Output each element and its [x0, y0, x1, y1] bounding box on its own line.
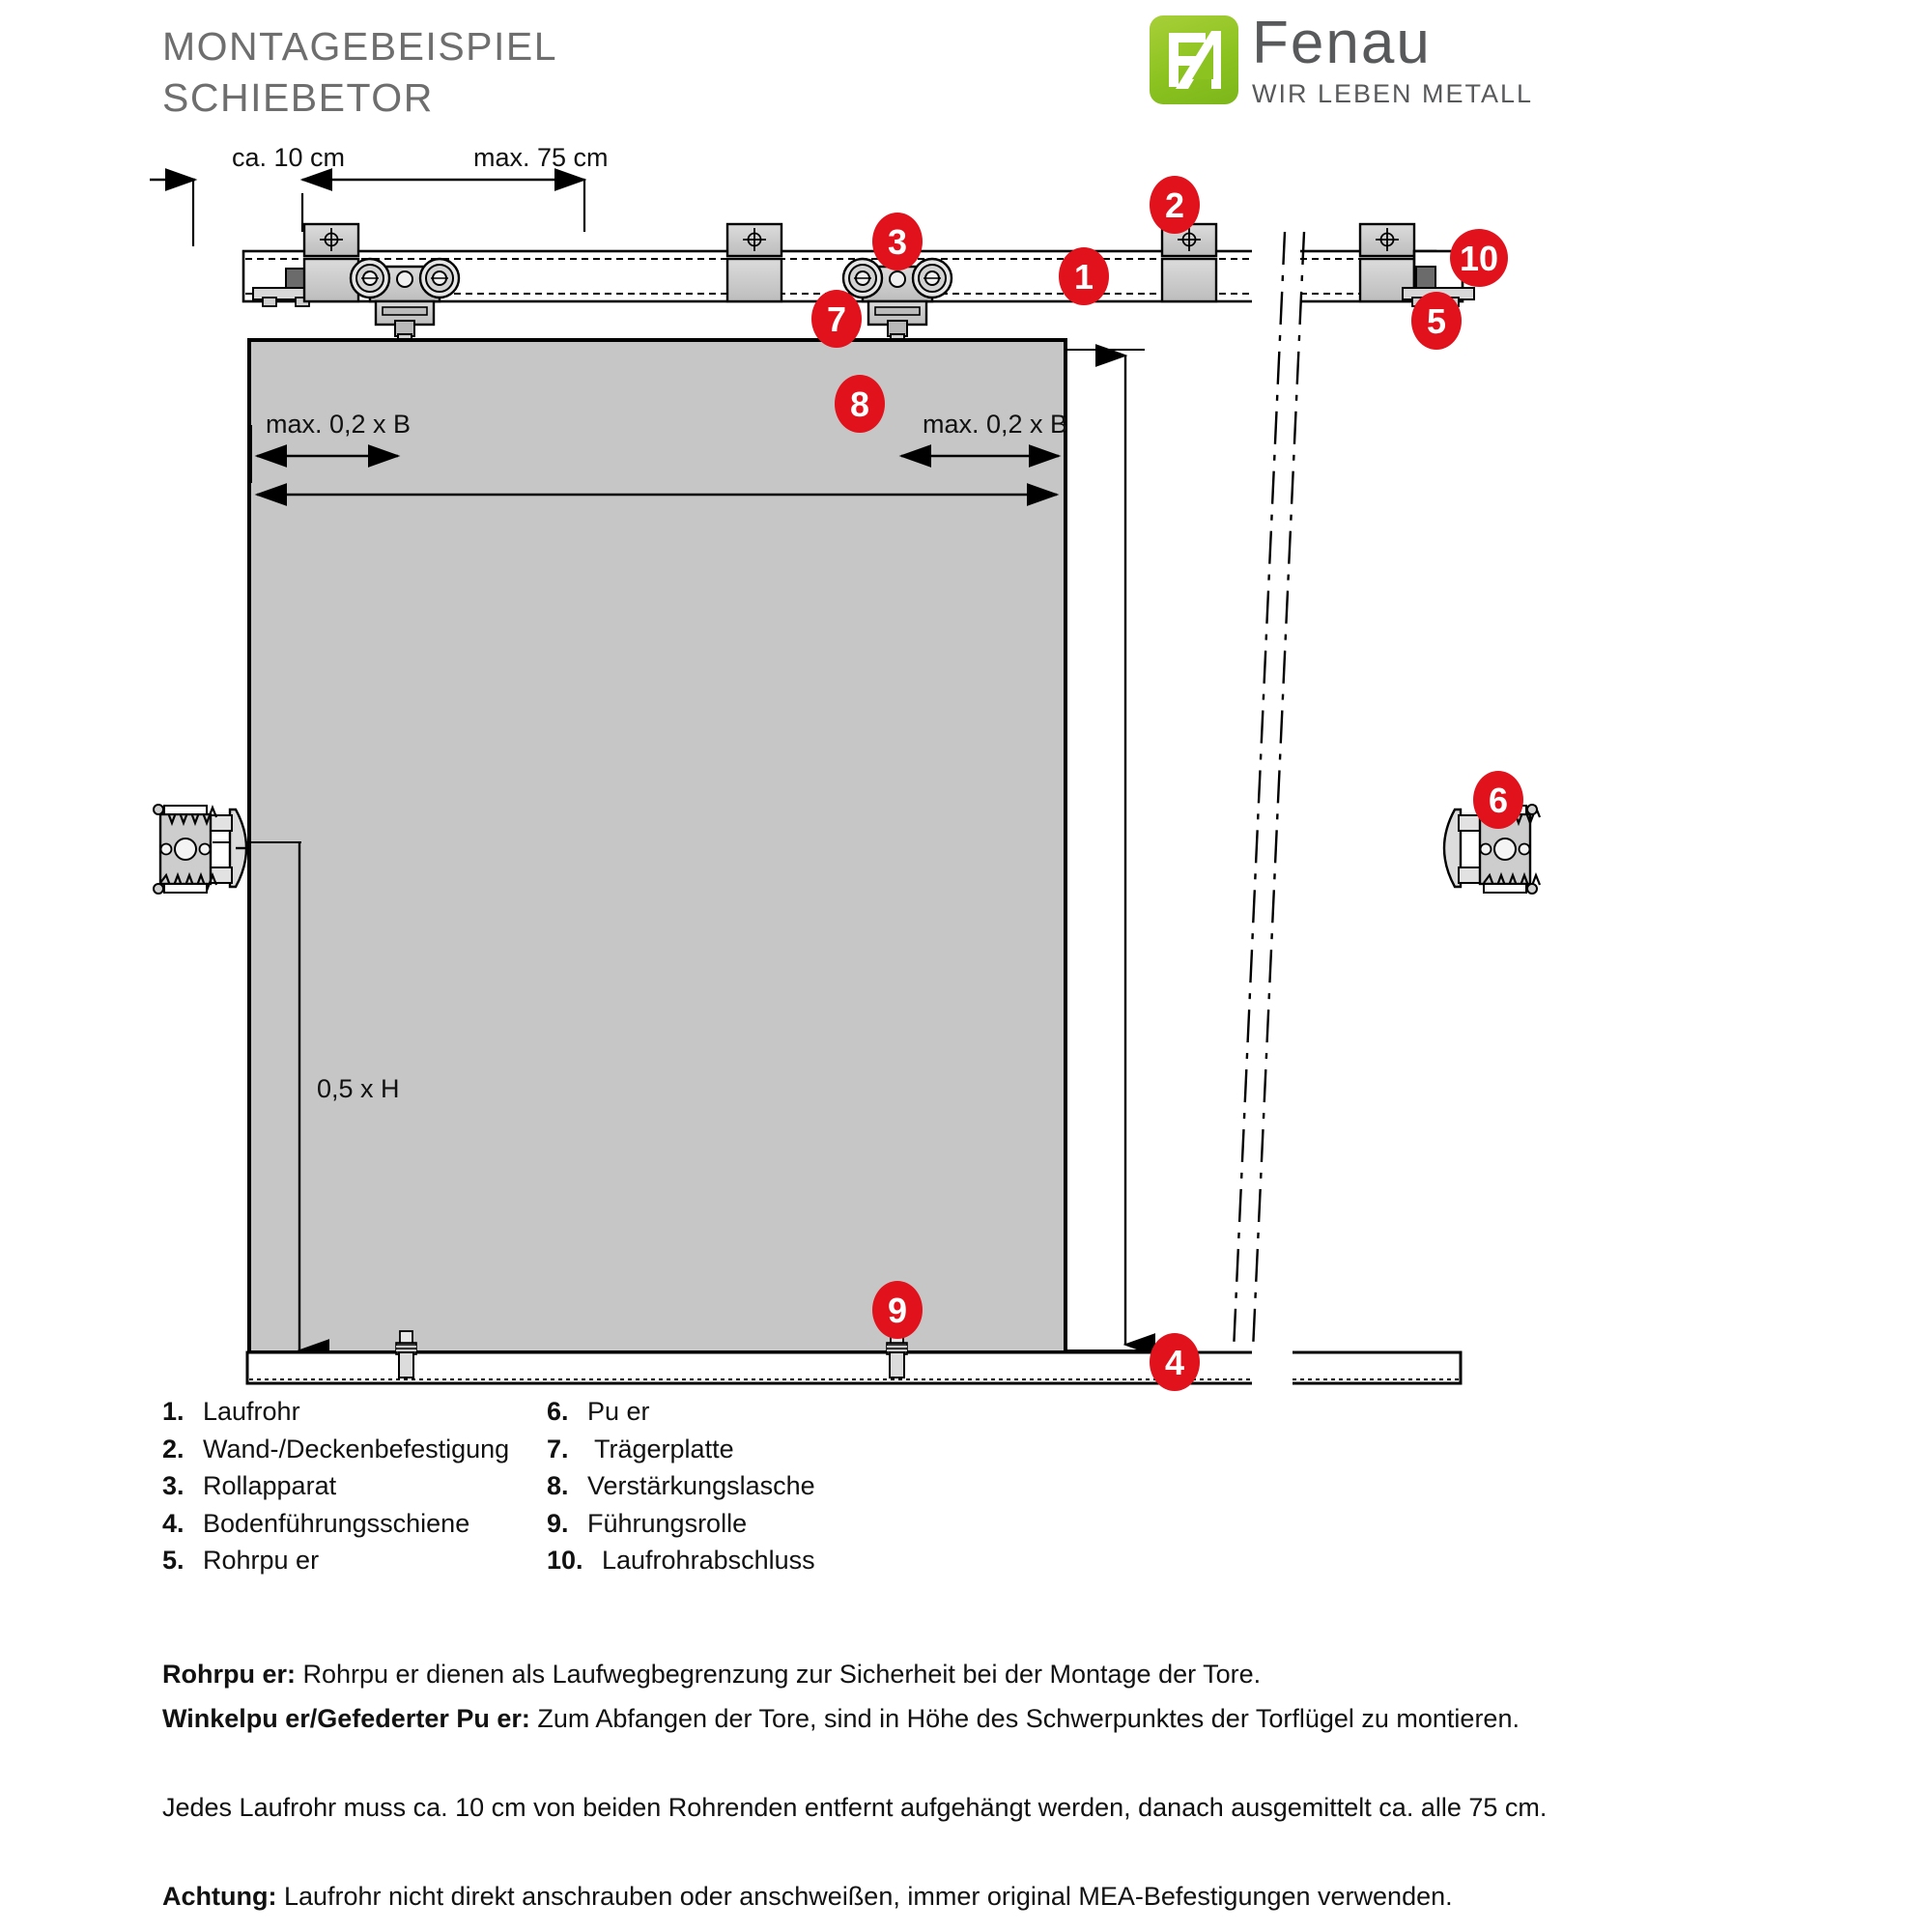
dim-label-max-75cm: max. 75 cm: [473, 143, 609, 172]
callout-badge-6-label: 6: [1489, 781, 1508, 820]
notes-section: Rohrpu er: Rohrpu er dienen als Laufwegb…: [162, 1652, 1804, 1918]
top-dimension-group: [150, 168, 587, 246]
break-line-right: [1250, 231, 1306, 1373]
roller-wheel-left-1: [349, 257, 391, 299]
legend-item-6-number: 6.: [547, 1397, 569, 1426]
legend-item-10: 10. Laufrohrabschluss: [547, 1542, 952, 1579]
legend-item-3-number: 3.: [162, 1471, 185, 1500]
parts-legend-column-right: 6. Pu er 7. Trägerplatte 8. Verstärkungsla…: [547, 1393, 952, 1579]
callout-badge-4: 4: [1150, 1333, 1200, 1391]
legend-item-7-label: Trägerplatte: [587, 1434, 734, 1463]
legend-item-9-number: 9.: [547, 1508, 569, 1538]
legend-item-8-number: 8.: [547, 1471, 569, 1500]
note-winkelpuffer-label: Winkelpu er/Gefederter Pu er:: [162, 1704, 530, 1733]
fenau-logomark-icon: [1150, 15, 1238, 104]
note-achtung-text: Laufrohr nicht direkt anschrauben oder a…: [276, 1882, 1453, 1911]
dim-label-left-02b: max. 0,2 x B: [266, 410, 411, 439]
dim-label-half-height: 0,5 x H: [317, 1074, 400, 1103]
legend-item-4-number: 4.: [162, 1508, 185, 1538]
callout-badge-5-label: 5: [1427, 301, 1446, 341]
legend-item-1-label: Laufrohr: [203, 1397, 300, 1426]
legend-item-3-label: Rollapparat: [203, 1471, 337, 1500]
callout-badge-10-label: 10: [1460, 239, 1498, 278]
callout-badge-7: 7: [811, 290, 862, 348]
break-line-left: [1231, 231, 1287, 1373]
gate-leaf-panel: [247, 338, 1067, 1354]
notes-spacer-1: [162, 1741, 1804, 1785]
legend-item-10-number: 10.: [547, 1546, 583, 1575]
callout-badge-1-label: 1: [1074, 257, 1094, 297]
wand-deckenbefestigung-1: [302, 222, 360, 303]
legend-item-2-label: Wand-/Deckenbefestigung: [203, 1434, 510, 1463]
note-rohrpuffer: Rohrpu er: Rohrpu er dienen als Laufwegb…: [162, 1652, 1804, 1696]
note-laufrohr-spacing: Jedes Laufrohr muss ca. 10 cm von beiden…: [162, 1793, 1548, 1822]
page-title-line2: SCHIEBETOR: [162, 75, 434, 121]
bodenfuehrungsschiene: [245, 1349, 1463, 1387]
notes-spacer-2: [162, 1830, 1804, 1874]
legend-item-3: 3. Rollapparat: [162, 1467, 549, 1505]
dim-label-ca-10cm: ca. 10 cm: [232, 143, 345, 172]
technical-drawing: ca. 10 cm max. 75 cm: [150, 143, 1542, 1391]
callout-badge-3: 3: [872, 213, 923, 270]
wand-deckenbefestigung-4: [1358, 222, 1416, 303]
callout-badge-8-label: 8: [850, 384, 869, 424]
fa-monogram-icon: [1169, 31, 1221, 89]
note-rohrpuffer-label: Rohrpu er:: [162, 1660, 296, 1689]
note-winkelpuffer-text: Zum Abfangen der Tore, sind in Höhe des …: [529, 1704, 1520, 1733]
callout-badge-9: 9: [872, 1281, 923, 1339]
gefederter-puffer-left: [153, 804, 251, 895]
fenau-logo: Fenau WIR LEBEN METALL: [1150, 10, 1534, 109]
wand-deckenbefestigung-3: [1160, 222, 1218, 303]
parts-legend-column-left: 1. Laufrohr 2. Wand-/Deckenbefestigung 3. R…: [162, 1393, 549, 1579]
half-height-dimension: [213, 841, 330, 1362]
legend-item-7-number: 7.: [547, 1434, 569, 1463]
roller-wheel-left-2: [418, 257, 461, 299]
callout-badge-2: 2: [1150, 176, 1200, 234]
callout-badge-7-label: 7: [827, 299, 846, 339]
note-achtung: Achtung: Laufrohr nicht direkt anschraub…: [162, 1874, 1804, 1918]
note-winkelpuffer: Winkelpu er/Gefederter Pu er: Zum Abfang…: [162, 1696, 1804, 1741]
roller-wheel-right-2: [911, 257, 953, 299]
callout-badge-10: 10: [1450, 229, 1508, 287]
total-height-dimension: [1065, 344, 1156, 1356]
callout-badge-3-label: 3: [888, 222, 907, 262]
sliding-gate-drawing-svg: ca. 10 cm max. 75 cm: [150, 143, 1542, 1391]
fenau-wordmark: Fenau: [1252, 10, 1432, 76]
dim-label-right-02b: max. 0,2 x B: [923, 410, 1067, 439]
legend-item-9: 9. Führungsrolle: [547, 1505, 952, 1543]
legend-item-5-label: Rohrpu er: [203, 1546, 320, 1575]
callout-badge-1: 1: [1059, 247, 1109, 305]
legend-item-6: 6. Pu er: [547, 1393, 952, 1431]
legend-item-2-number: 2.: [162, 1434, 185, 1463]
note-achtung-label: Achtung:: [162, 1882, 277, 1911]
legend-item-6-label: Pu er: [587, 1397, 650, 1426]
page-title-line1: MONTAGEBEISPIEL: [162, 24, 558, 69]
legend-item-1: 1. Laufrohr: [162, 1393, 549, 1431]
note-rohrpuffer-text: Rohrpu er dienen als Laufwegbegrenzung z…: [296, 1660, 1262, 1689]
fenau-logo-text: Fenau WIR LEBEN METALL: [1252, 10, 1534, 109]
callout-badge-6: 6: [1473, 771, 1523, 829]
roller-wheel-right-1: [841, 257, 884, 299]
callout-badge-5: 5: [1411, 292, 1462, 350]
legend-item-5: 5. Rohrpu er: [162, 1542, 549, 1579]
callout-badge-9-label: 9: [888, 1291, 907, 1330]
legend-item-8-label: Verstärkungslasche: [587, 1471, 815, 1500]
legend-item-9-label: Führungsrolle: [587, 1508, 748, 1538]
legend-item-2: 2. Wand-/Deckenbefestigung: [162, 1431, 549, 1468]
legend-item-8: 8. Verstärkungslasche: [547, 1467, 952, 1505]
callout-badge-8: 8: [835, 375, 885, 433]
page-title: MONTAGEBEISPIEL SCHIEBETOR: [162, 21, 557, 125]
legend-item-1-number: 1.: [162, 1397, 185, 1426]
fuehrungsrolle-left: [395, 1330, 417, 1378]
callout-badge-2-label: 2: [1165, 185, 1184, 225]
legend-item-5-number: 5.: [162, 1546, 185, 1575]
legend-item-7: 7. Trägerplatte: [547, 1431, 952, 1468]
legend-item-4: 4. Bodenführungsschiene: [162, 1505, 549, 1543]
fenau-tagline: WIR LEBEN METALL: [1252, 78, 1534, 108]
callout-badge-4-label: 4: [1165, 1343, 1184, 1382]
legend-item-10-label: Laufrohrabschluss: [602, 1546, 815, 1575]
dim-left-02b: [250, 425, 401, 483]
legend-item-4-label: Bodenführungsschiene: [203, 1508, 470, 1538]
wand-deckenbefestigung-2: [725, 222, 783, 303]
